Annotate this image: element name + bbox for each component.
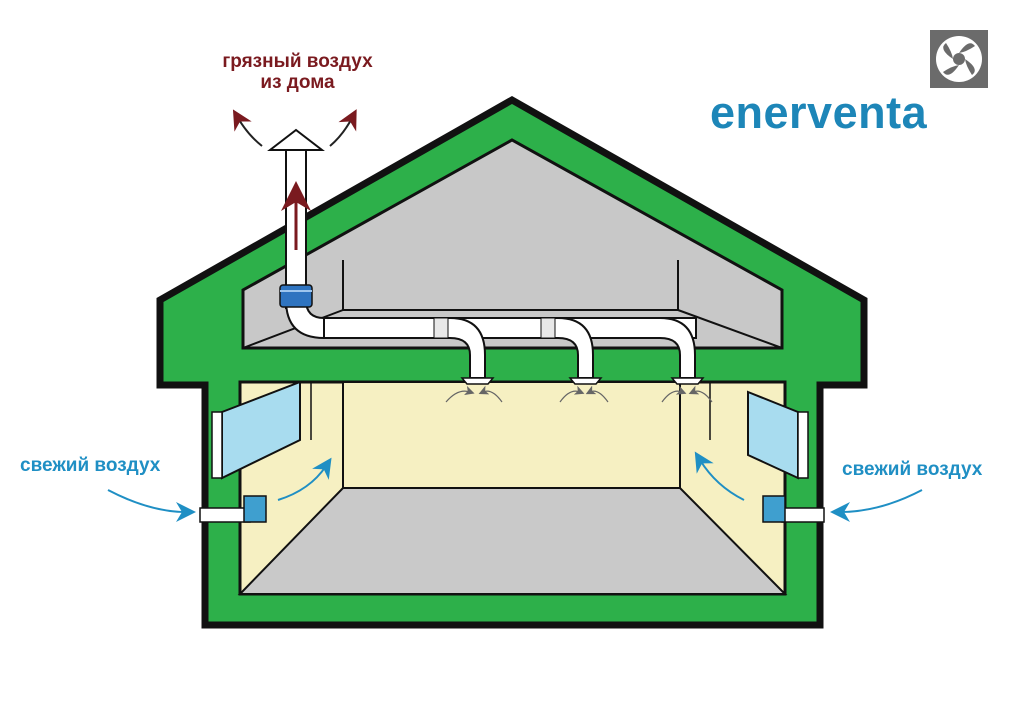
window-right xyxy=(747,390,809,480)
window-left xyxy=(211,380,301,480)
room xyxy=(237,380,788,596)
duct-fan xyxy=(279,284,313,308)
dirty-air-line1: грязный воздух xyxy=(222,51,373,72)
exhaust-duct xyxy=(267,128,705,385)
dirty-air-line2: из дома xyxy=(260,71,335,93)
inlet-valve-right xyxy=(762,495,825,523)
fan-icon xyxy=(930,30,988,88)
airflow-arrows xyxy=(107,109,923,522)
fresh-air-right-label: свежий воздух xyxy=(842,459,983,480)
inlet-valve-left xyxy=(199,495,267,523)
fresh-air-left-label: свежий воздух xyxy=(20,455,161,476)
attic xyxy=(241,138,784,350)
dirty-air-label: грязный воздух из дома xyxy=(205,51,390,94)
brand-name: enerventa xyxy=(710,87,928,138)
